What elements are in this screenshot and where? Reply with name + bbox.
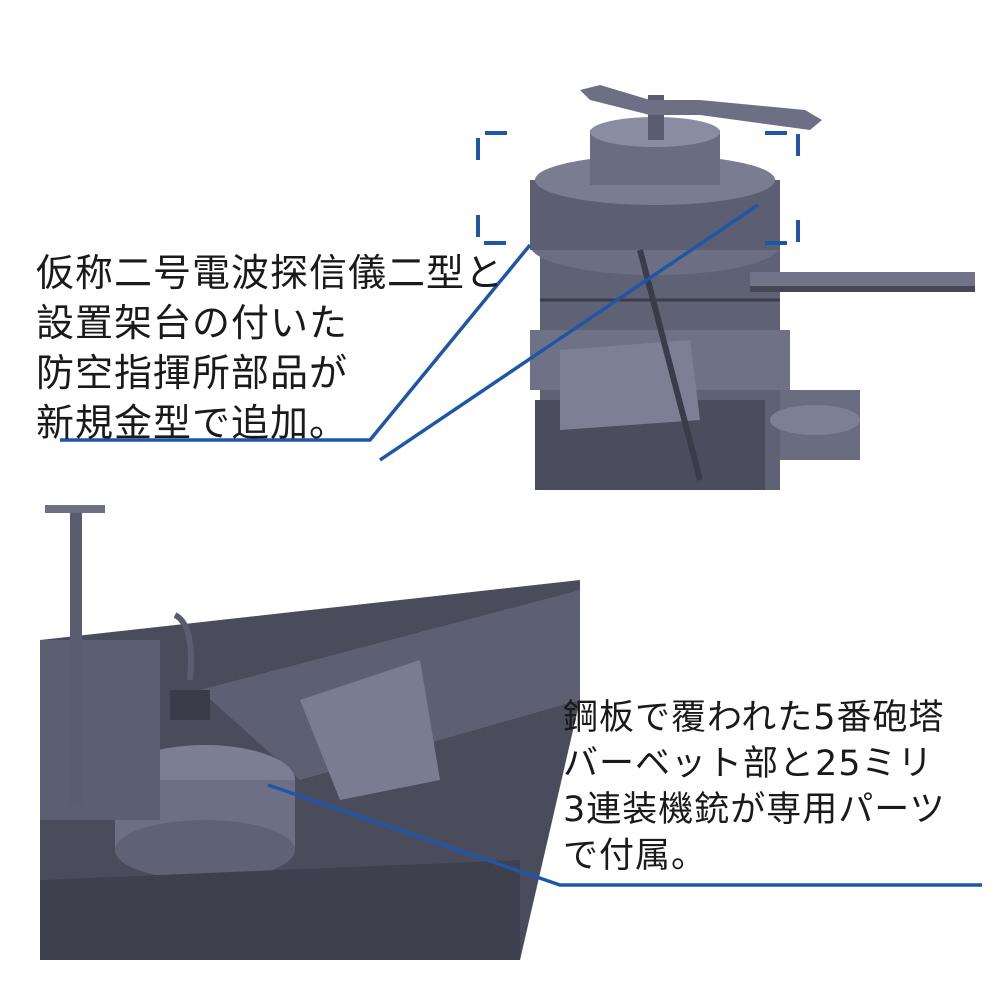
leader-line-bottom (267, 783, 982, 887)
callout-line: 鋼板で覆われた5番砲塔 (563, 698, 945, 738)
callout-line: 防空指揮所部品が (36, 351, 349, 395)
highlight-bracket (476, 131, 800, 245)
callout-line: 設置架台の付いた (36, 301, 349, 345)
leader-line-top-1 (60, 243, 532, 442)
callout-turret-text: 鋼板で覆われた5番砲塔 バーベット部と25ミリ 3連装機銃が専用パーツ で付属。 (563, 695, 946, 879)
callout-line: 仮称二号電波探信儀二型と (36, 251, 505, 295)
callout-line: バーベット部と25ミリ (563, 744, 934, 784)
bridge-tower-render (530, 85, 975, 490)
leader-line-top-2 (379, 203, 759, 462)
callout-line: 3連装機銃が専用パーツ (563, 790, 946, 830)
leader-lines (60, 203, 982, 887)
callout-line: 新規金型で追加。 (36, 401, 349, 445)
deck-render (40, 505, 580, 960)
callout-line: で付属。 (563, 836, 708, 876)
callout-radar-text: 仮称二号電波探信儀二型と 設置架台の付いた 防空指揮所部品が 新規金型で追加。 (36, 248, 504, 448)
